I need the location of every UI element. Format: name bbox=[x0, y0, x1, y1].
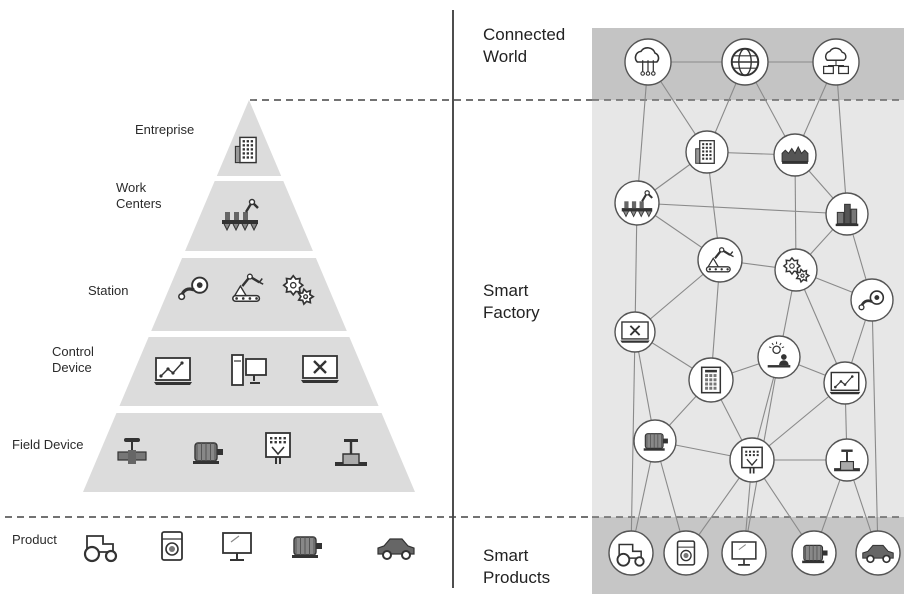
electric-motor-icon bbox=[292, 536, 322, 558]
tractor-icon bbox=[83, 535, 118, 563]
network-edge bbox=[630, 331, 636, 554]
label-connected-world: Connected World bbox=[483, 25, 566, 66]
label-smart-products: Smart Products bbox=[483, 546, 551, 587]
label-work-centers: Work Centers bbox=[116, 180, 162, 211]
label-station: Station bbox=[88, 283, 129, 298]
label-field-device: Field Device bbox=[12, 437, 84, 452]
office-building-icon bbox=[234, 136, 257, 164]
network-node-n10 bbox=[757, 335, 801, 379]
conveyor-robot-arm-icon bbox=[705, 247, 734, 273]
assembly-line-robot-icon bbox=[621, 190, 653, 218]
label-control-device: Control Device bbox=[52, 344, 94, 375]
sensor-panel-icon bbox=[741, 446, 763, 474]
network-node-p3 bbox=[721, 530, 767, 576]
network-node-n12 bbox=[633, 419, 677, 463]
electric-motor-icon bbox=[643, 433, 668, 451]
network-edge bbox=[871, 299, 879, 554]
factory-skyline-icon bbox=[781, 145, 809, 164]
idea-worker-icon bbox=[767, 341, 791, 368]
desktop-computer-icon bbox=[231, 354, 267, 386]
car-icon bbox=[377, 538, 415, 560]
network-node-n7 bbox=[850, 278, 894, 322]
office-building-icon bbox=[695, 140, 715, 164]
network-node-n14 bbox=[825, 438, 869, 482]
valve-pipe-icon bbox=[858, 290, 885, 311]
network-node-p1 bbox=[608, 530, 654, 576]
network-node-n13 bbox=[729, 437, 775, 483]
network-edge bbox=[835, 61, 848, 215]
assembly-line-robot-icon bbox=[222, 198, 259, 232]
network-node-n11 bbox=[823, 361, 867, 405]
sensor-panel-icon bbox=[265, 432, 291, 464]
dividers bbox=[5, 10, 598, 588]
network-node-p5 bbox=[855, 530, 901, 576]
pipe-valve-icon bbox=[335, 439, 367, 466]
network-node-p2 bbox=[663, 530, 709, 576]
pyramid-level-3 bbox=[151, 258, 347, 331]
pyramid-icons bbox=[83, 136, 415, 563]
pyramid-level-5 bbox=[83, 413, 415, 492]
network-node-cw3 bbox=[812, 38, 860, 86]
calculator-document-icon bbox=[700, 366, 722, 394]
network-edge bbox=[636, 202, 848, 215]
network-nodes bbox=[608, 38, 901, 576]
cloud-network-icon bbox=[634, 47, 660, 76]
washing-machine-icon bbox=[676, 540, 696, 566]
valve-icon bbox=[117, 438, 147, 464]
globe-icon bbox=[730, 47, 760, 77]
laptop-tools-icon bbox=[301, 355, 339, 383]
laptop-chart-icon bbox=[154, 357, 192, 385]
electric-motor-icon bbox=[193, 442, 223, 464]
network-node-n9 bbox=[688, 357, 734, 403]
network-node-cw1 bbox=[624, 38, 672, 86]
tractor-icon bbox=[616, 543, 645, 567]
network-node-cw2 bbox=[721, 38, 769, 86]
washing-machine-icon bbox=[161, 531, 183, 561]
network-node-p4 bbox=[791, 530, 837, 576]
monitor-icon bbox=[222, 532, 252, 561]
conveyor-robot-arm-icon bbox=[232, 273, 264, 303]
network-node-n8 bbox=[614, 311, 656, 353]
electric-motor-icon bbox=[802, 544, 828, 564]
label-product: Product bbox=[12, 532, 57, 547]
network-node-n5 bbox=[697, 237, 743, 283]
network-node-n4 bbox=[825, 192, 869, 236]
gears-icon bbox=[782, 256, 811, 284]
valve-pipe-icon bbox=[178, 276, 209, 301]
label-smart-factory: Smart Factory bbox=[483, 281, 540, 322]
factory-tower-icon bbox=[835, 203, 859, 227]
network-node-n3 bbox=[614, 180, 660, 226]
network-node-n2 bbox=[773, 133, 817, 177]
laptop-tools-icon bbox=[620, 321, 650, 343]
laptop-chart-icon bbox=[829, 371, 861, 395]
label-enterprise: Entreprise bbox=[135, 122, 195, 137]
network-node-n1 bbox=[685, 130, 729, 174]
network-node-n6 bbox=[774, 248, 818, 292]
pipe-valve-icon bbox=[834, 449, 860, 472]
car-icon bbox=[862, 544, 894, 564]
gears-icon bbox=[282, 274, 315, 306]
monitor-icon bbox=[731, 541, 757, 566]
cloud-computers-icon bbox=[822, 47, 850, 75]
pyramid-level-2 bbox=[185, 181, 313, 251]
